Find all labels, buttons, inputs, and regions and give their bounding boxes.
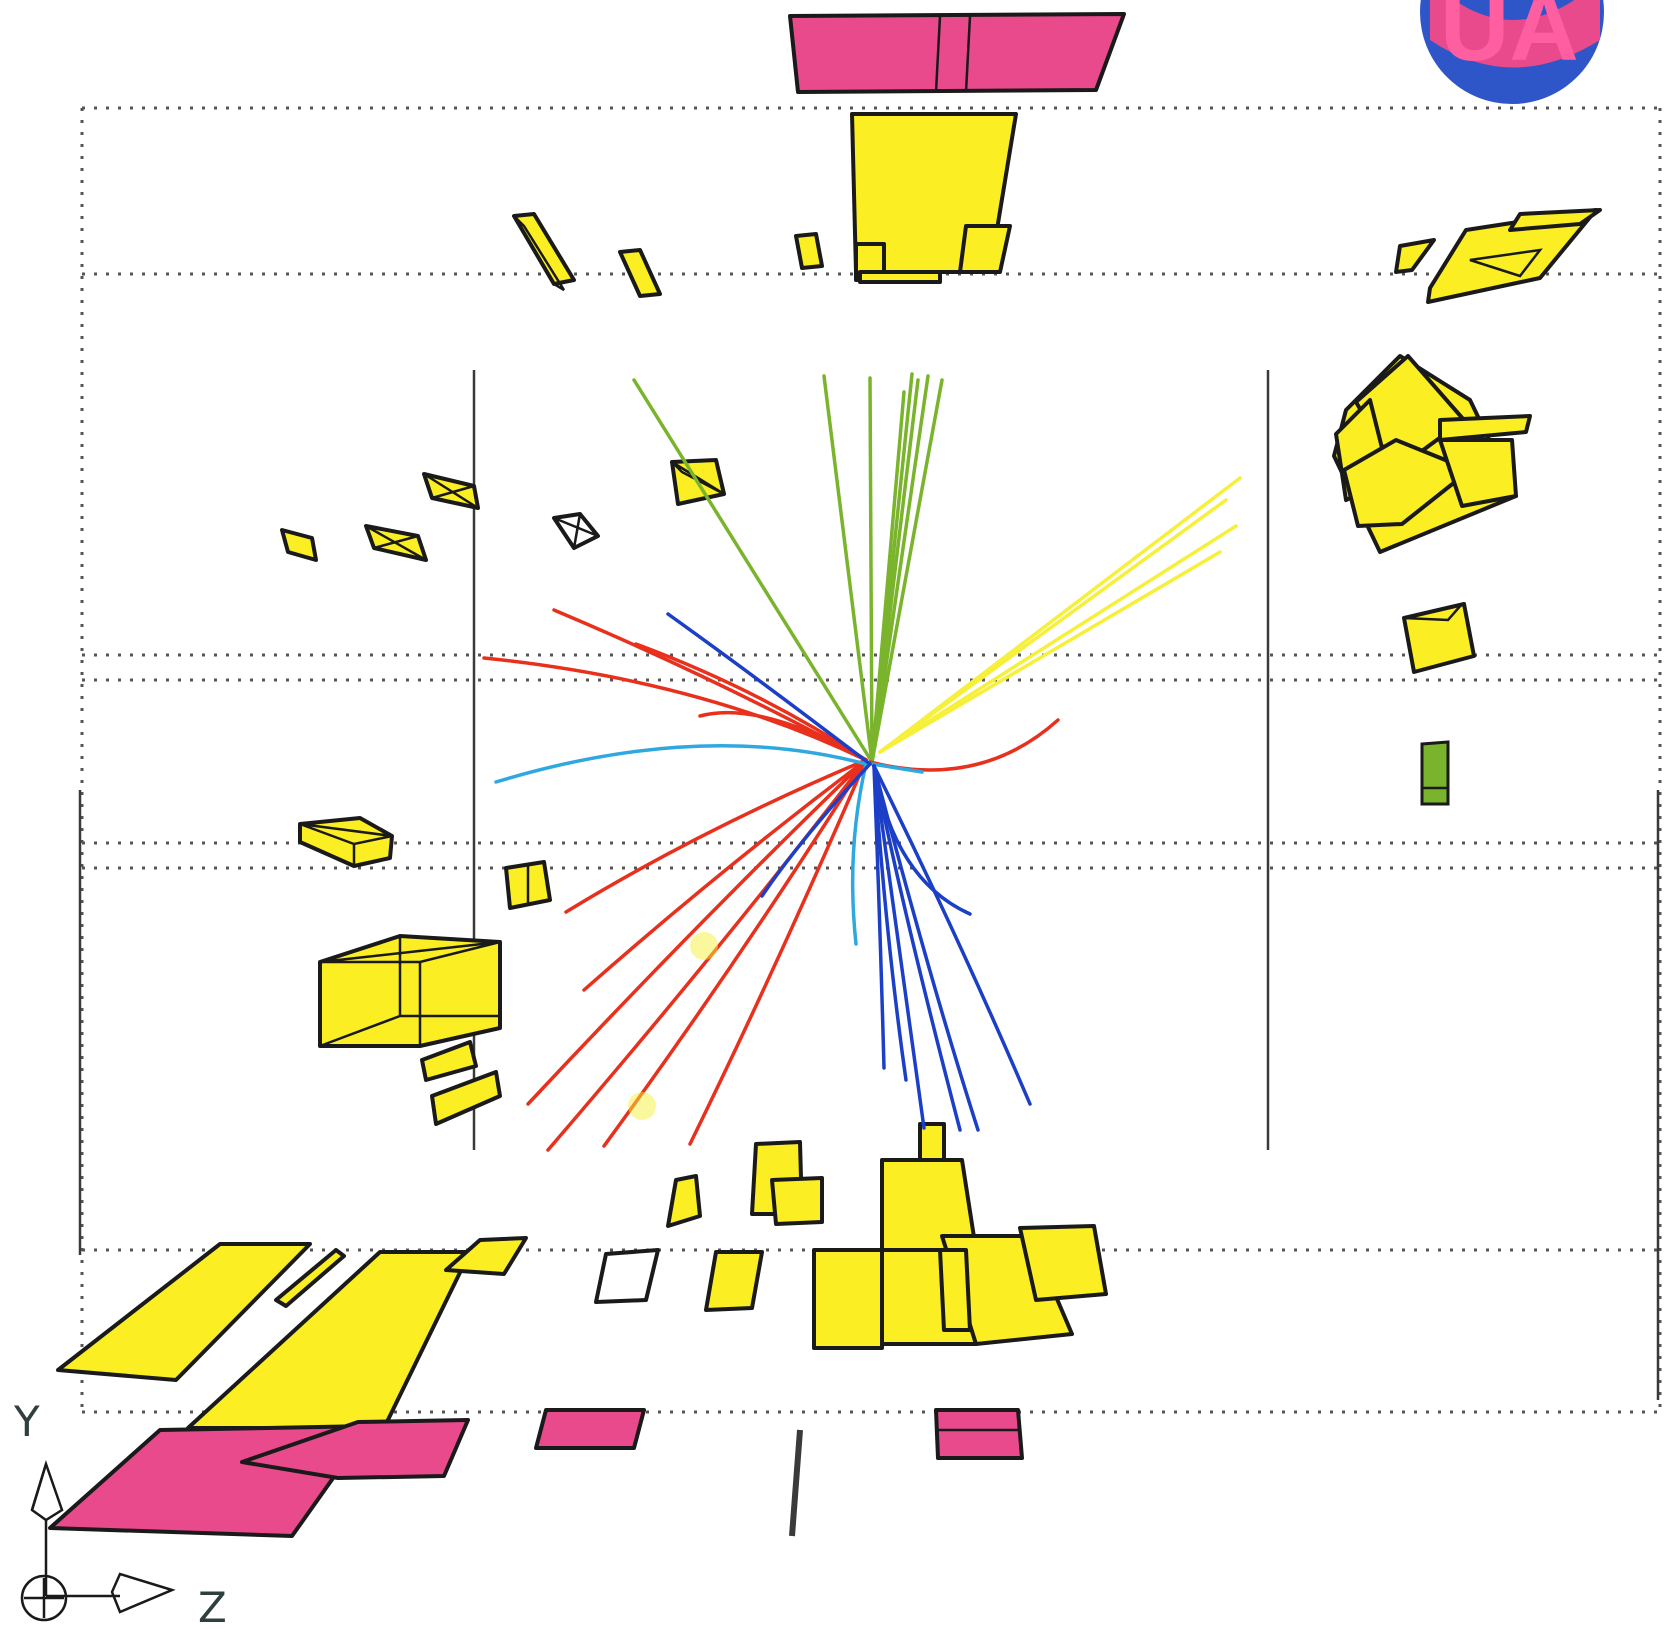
track-yellow xyxy=(880,500,1226,752)
track-light-blue xyxy=(853,764,866,944)
calorimeter-left-mid xyxy=(300,818,550,908)
calorimeter-top-main xyxy=(852,114,1016,282)
calorimeter-left-large xyxy=(320,936,500,1124)
calorimeter-bottom-main xyxy=(814,1226,1106,1348)
calorimeter-right-cluster xyxy=(1334,356,1530,552)
track-red xyxy=(700,713,866,760)
logo-text: UA xyxy=(1440,0,1579,81)
calorimeter-bottom-cells xyxy=(596,1250,762,1310)
track-yellow xyxy=(880,552,1220,752)
track-green xyxy=(824,376,872,762)
track-light-blue xyxy=(496,746,866,782)
track-red xyxy=(566,760,866,912)
particle-tracks xyxy=(484,374,1240,1150)
z-axis-label: Z xyxy=(198,1583,227,1629)
track-red xyxy=(870,720,1058,770)
track-green xyxy=(634,380,872,762)
z-axis-arrow-icon xyxy=(112,1574,172,1612)
track-yellow xyxy=(880,526,1236,752)
calorimeter-left-cells xyxy=(282,460,724,560)
calorimeter-right-small xyxy=(1404,604,1474,804)
track-red xyxy=(484,658,866,760)
calorimeter-top-right xyxy=(1396,210,1600,302)
calorimeter-bottom-left xyxy=(58,1238,526,1428)
track-red xyxy=(528,760,866,1104)
muon-chamber-top xyxy=(790,14,1124,92)
track-green xyxy=(870,378,872,762)
muon-chamber-bottom xyxy=(50,1410,1022,1536)
calorimeter-top-cells xyxy=(514,214,822,296)
calorimeter-bottom-center xyxy=(668,1124,976,1250)
y-axis-label: Y xyxy=(13,1397,40,1446)
logo: UA xyxy=(1420,0,1604,104)
track-blue xyxy=(668,614,870,764)
